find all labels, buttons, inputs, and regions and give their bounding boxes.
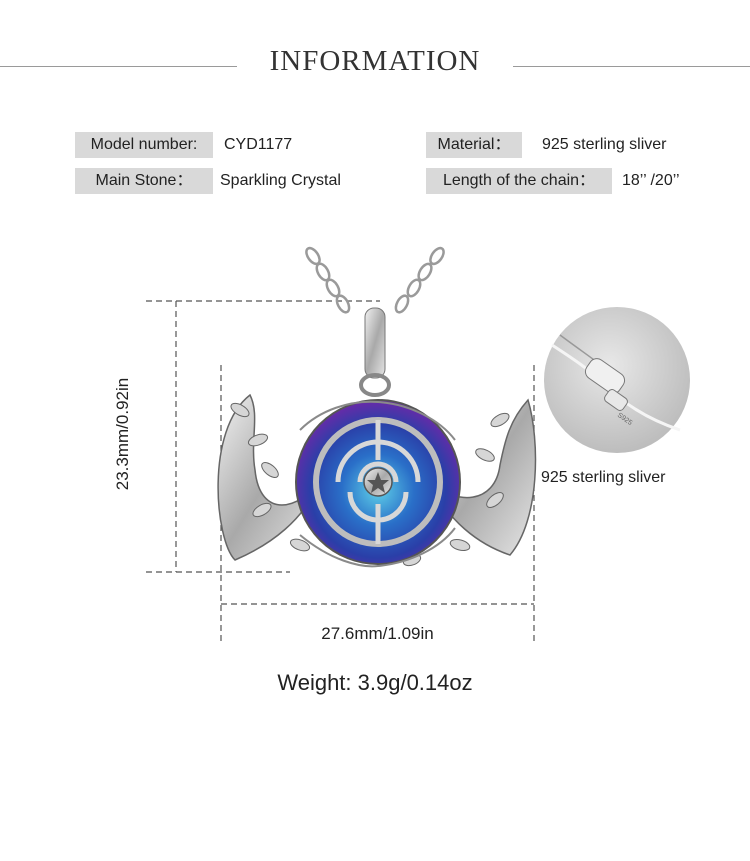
main-stone-value: Sparkling Crystal: [220, 172, 341, 189]
chain-length-value: 18’’ /20’’: [622, 172, 680, 189]
height-dimension-lines: [146, 300, 380, 573]
main-stone-label: Main Stone：: [75, 168, 213, 194]
width-measure: 27.6mm/1.09in: [321, 624, 434, 643]
pendant-bail: [359, 307, 391, 397]
vine-decoration: [299, 400, 456, 568]
model-number-label: Model number:: [75, 132, 213, 158]
material-value: 925 sterling sliver: [542, 136, 667, 153]
header-line-left: [0, 66, 237, 67]
clasp-closeup: S925: [544, 307, 690, 453]
material-label: Material：: [426, 132, 522, 158]
inset-caption: 925 sterling sliver: [541, 469, 666, 486]
model-number-value: CYD1177: [224, 136, 293, 153]
page-title: INFORMATION: [269, 45, 481, 77]
chain-length-label: Length of the chain：: [426, 168, 612, 194]
hecate-wheel-icon: [313, 417, 443, 547]
weight-text: Weight: 3.9g/0.14oz: [277, 670, 473, 695]
height-measure: 23.3mm/0.92in: [113, 377, 132, 491]
star-icon: [367, 472, 389, 493]
chain: [305, 246, 445, 314]
header-line-right: [513, 66, 750, 67]
